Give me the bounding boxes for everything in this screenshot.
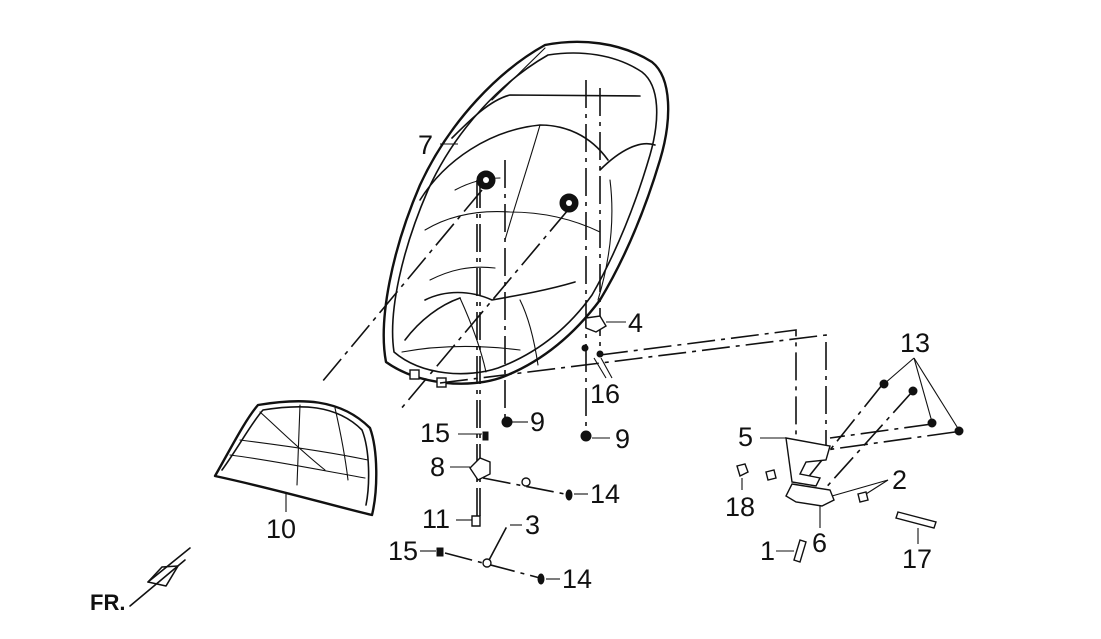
callout-4: 4 [628, 308, 643, 338]
callout-numbers: 7 4 16 9 9 15 8 14 11 3 10 15 14 13 5 2 … [266, 130, 932, 594]
clip-15 [482, 431, 489, 441]
bolt-11 [471, 515, 481, 527]
callout-10: 10 [266, 514, 296, 544]
callout-16: 16 [590, 379, 620, 409]
leader-lines [285, 143, 960, 580]
callout-2: 2 [892, 465, 907, 495]
hardware [436, 315, 964, 585]
bolt-2 [857, 491, 869, 503]
seat-front-clip [409, 369, 420, 380]
seat-hinge-5 [785, 437, 831, 487]
callout-9-right: 9 [615, 424, 630, 454]
callout-14-upper: 14 [590, 479, 620, 509]
rod-17 [895, 511, 937, 529]
callout-8: 8 [430, 452, 445, 482]
callout-13: 13 [900, 328, 930, 358]
callout-17: 17 [902, 544, 932, 574]
pin-1 [793, 539, 807, 563]
clip-14 [565, 489, 573, 501]
callout-9-left: 9 [530, 407, 545, 437]
callout-3: 3 [525, 510, 540, 540]
nut-13 [908, 386, 918, 396]
callout-7: 7 [418, 130, 433, 160]
clip-14 [537, 573, 545, 585]
seat-assembly [382, 40, 670, 388]
clip-15 [436, 547, 444, 557]
latch-4 [585, 315, 607, 333]
backrest-cushion [213, 399, 378, 517]
nut-13 [954, 426, 964, 436]
callout-1: 1 [760, 536, 775, 566]
callout-11: 11 [422, 504, 450, 534]
nut-13 [927, 418, 937, 428]
strut-bracket [469, 457, 491, 481]
bolt-2 [765, 469, 777, 481]
callout-18: 18 [725, 492, 755, 522]
gas-strut [482, 477, 531, 568]
callout-14-lower: 14 [562, 564, 592, 594]
nut-9 [501, 416, 513, 428]
bolt-16 [596, 350, 604, 358]
nut-18 [736, 463, 749, 477]
callout-15-upper: 15 [420, 418, 450, 448]
callout-15-lower: 15 [388, 536, 418, 566]
nut-9 [580, 430, 592, 442]
front-direction-indicator: FR. [90, 547, 191, 615]
callout-6: 6 [812, 528, 827, 558]
front-direction-label: FR. [90, 590, 125, 615]
callout-5: 5 [738, 422, 753, 452]
bolt-16 [581, 344, 589, 352]
hinge-base-6 [785, 483, 835, 507]
